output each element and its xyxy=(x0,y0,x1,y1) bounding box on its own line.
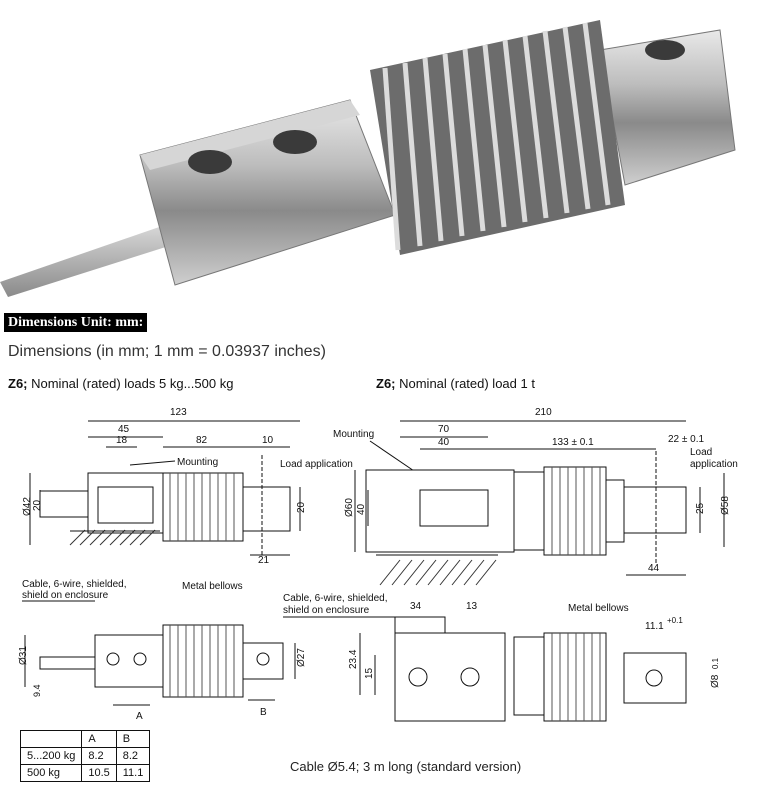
label-cable-left: Cable, 6-wire, shielded, xyxy=(22,579,127,590)
dim-123: 123 xyxy=(170,407,187,418)
table-cell: 8.2 xyxy=(81,747,117,765)
dim-44: 44 xyxy=(648,563,660,574)
right-side-view: 210 70 40 133 ± 0.1 22 ± 0.1 Mounting Lo… xyxy=(333,407,738,586)
dim-82: 82 xyxy=(196,435,208,446)
left-title-text: Nominal (rated) loads 5 kg...500 kg xyxy=(27,376,234,391)
dimensions-heading: Dimensions (in mm; 1 mm = 0.03937 inches… xyxy=(8,343,326,360)
table-cell: 11.1 xyxy=(115,764,151,782)
right-title-text: Nominal (rated) load 1 t xyxy=(395,376,535,391)
mount-hole-2 xyxy=(273,130,317,154)
left-drawing-title: Z6; Nominal (rated) loads 5 kg...500 kg xyxy=(8,376,233,391)
label-cable2-left: shield on enclosure xyxy=(22,590,109,601)
dim-34: 34 xyxy=(410,601,422,612)
dim-25: 25 xyxy=(695,502,706,514)
label-mounting-left: Mounting xyxy=(177,457,218,468)
size-table: A B 5...200 kg 8.2 8.2 500 kg 10.5 11.1 xyxy=(19,730,151,782)
dimensions-unit-banner: Dimensions Unit: mm: xyxy=(4,313,148,332)
table-header-row: A B xyxy=(19,730,151,748)
label-b: B xyxy=(260,707,267,718)
dim-20a: 20 xyxy=(32,499,43,511)
dim-d8: Ø8 xyxy=(710,674,721,688)
dim-9-4: 9.4 xyxy=(32,684,42,697)
left-model: Z6; xyxy=(8,376,28,391)
cable-shape xyxy=(0,225,172,297)
dim-13: 13 xyxy=(466,601,478,612)
dim-d31: Ø31 xyxy=(18,646,29,665)
label-bellows-left: Metal bellows xyxy=(182,581,243,592)
dim-d58: Ø58 xyxy=(720,496,731,515)
label-load-left: Load application xyxy=(280,459,353,470)
label-cable-right: Cable, 6-wire, shielded, xyxy=(283,593,388,604)
dim-d8-tol: 0.1 xyxy=(711,657,720,669)
dim-40b: 40 xyxy=(356,503,367,515)
load-hole xyxy=(645,40,685,60)
dim-45: 45 xyxy=(118,424,130,435)
table-cell: 8.2 xyxy=(115,747,151,765)
load-cell-photo xyxy=(0,20,736,297)
dim-20b: 20 xyxy=(296,501,307,513)
right-top-view: Cable, 6-wire, shielded, shield on enclo… xyxy=(283,593,721,722)
table-row: 500 kg 10.5 11.1 xyxy=(19,764,151,782)
cable-note: Cable Ø5.4; 3 m long (standard version) xyxy=(290,759,522,774)
right-block xyxy=(599,29,736,186)
technical-drawings: 123 45 18 82 10 Mounting Load applicatio… xyxy=(18,407,738,722)
table-cell: 5...200 kg xyxy=(19,747,83,765)
dim-10: 10 xyxy=(262,435,274,446)
dim-210: 210 xyxy=(535,407,552,418)
right-drawing-title: Z6; Nominal (rated) load 1 t xyxy=(376,376,535,391)
dim-21: 21 xyxy=(258,555,270,566)
table-cell: B xyxy=(115,730,151,748)
dim-d60: Ø60 xyxy=(344,498,355,517)
dim-133: 133 ± 0.1 xyxy=(552,437,594,448)
table-cell: 10.5 xyxy=(81,764,117,782)
dim-11-1: 11.1 xyxy=(645,621,664,632)
dim-tol-0-1: +0.1 xyxy=(667,616,683,625)
dim-23-4: 23.4 xyxy=(348,649,359,669)
label-application-right: application xyxy=(690,459,738,470)
dim-d42: Ø42 xyxy=(22,497,33,516)
metal-bellows xyxy=(370,20,625,255)
dim-40: 40 xyxy=(438,437,450,448)
table-cell: 500 kg xyxy=(19,764,83,782)
right-model: Z6; xyxy=(376,376,396,391)
table-cell xyxy=(19,730,83,748)
dim-d27: Ø27 xyxy=(296,648,307,667)
label-cable2-right: shield on enclosure xyxy=(283,605,370,616)
label-a: A xyxy=(136,711,143,722)
left-top-view: Cable, 6-wire, shielded, shield on enclo… xyxy=(18,579,307,722)
dim-18: 18 xyxy=(116,435,128,446)
label-bellows-right: Metal bellows xyxy=(568,603,629,614)
table-row: 5...200 kg 8.2 8.2 xyxy=(19,747,151,765)
label-mounting-right: Mounting xyxy=(333,429,374,440)
dim-22: 22 ± 0.1 xyxy=(668,434,705,445)
table-cell: A xyxy=(81,730,117,748)
dim-70: 70 xyxy=(438,424,450,435)
mount-hole-1 xyxy=(188,150,232,174)
label-load-right: Load xyxy=(690,447,712,458)
dim-15: 15 xyxy=(364,667,375,679)
left-side-view: 123 45 18 82 10 Mounting Load applicatio… xyxy=(22,407,353,566)
